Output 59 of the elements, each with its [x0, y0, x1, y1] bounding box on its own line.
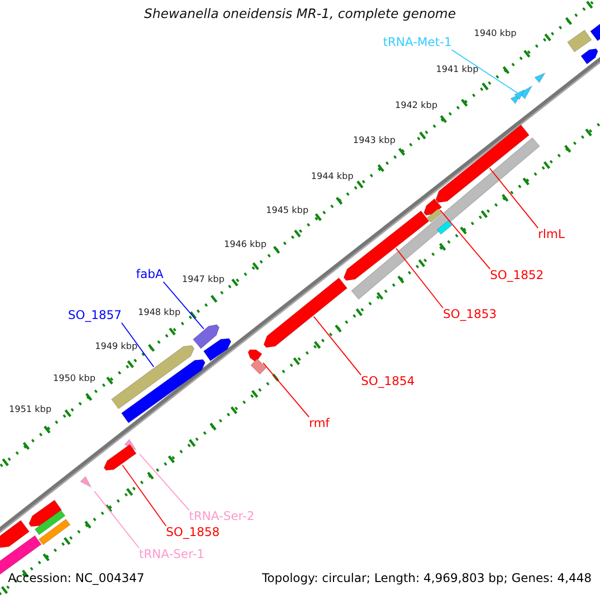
leader-line: [489, 168, 538, 228]
leader-line: [440, 210, 490, 270]
gene-feature: [0, 520, 30, 548]
gene-feature: [580, 48, 598, 65]
leader-line: [396, 248, 444, 308]
gene-feature: [423, 198, 442, 216]
leader-line: [94, 490, 140, 548]
scale-tick-label: 1947 kbp: [182, 275, 224, 286]
scale-tick-label: 1948 kbp: [138, 308, 180, 318]
title: Shewanella oneidensis MR-1, complete genome: [143, 8, 457, 23]
scale-tick-label: 1943 kbp: [353, 136, 396, 146]
footer-text: Topology: circular; Length: 4,969,803 bp; Genes: 4,448: [262, 572, 592, 586]
scale-tick-label: 1945 kbp: [266, 206, 308, 216]
gene-feature: [38, 518, 71, 546]
gene-feature: [203, 338, 232, 362]
gene-feature: [435, 124, 530, 203]
leader-line: [313, 316, 362, 376]
gene-feature: [343, 210, 430, 281]
gene-feature: [248, 349, 262, 363]
leader-line: [121, 322, 154, 368]
gene-feature: [426, 208, 442, 223]
leader-line: [451, 49, 518, 94]
leader-line: [162, 281, 204, 330]
footer-text: Accession: NC_004347: [8, 572, 144, 586]
gene-label: tRNA-Ser-1: [139, 548, 204, 562]
gene-label: SO_1854: [361, 375, 415, 389]
gene-label: fabA: [136, 268, 164, 282]
gene-label: tRNA-Met-1: [383, 36, 452, 50]
gene-feature: [263, 277, 348, 348]
scale-tick-label: 1946 kbp: [224, 240, 266, 250]
leader-line: [122, 464, 166, 526]
trna-marker: [514, 89, 525, 100]
leader-line: [139, 454, 190, 510]
scale-tick-label: 1944 kbp: [311, 172, 354, 182]
gene-label: rlmL: [538, 228, 565, 242]
gene-label: rmf: [309, 417, 330, 431]
scale-tick-label: 1951 kbp: [9, 405, 52, 416]
trna-marker: [534, 72, 546, 84]
gene-feature: [34, 510, 66, 536]
trna-marker: [80, 476, 92, 488]
gene-label: SO_1858: [166, 526, 220, 540]
gene-feature: [28, 500, 62, 527]
gene-feature: [436, 220, 452, 235]
gene-feature: [104, 444, 137, 471]
scale-tick-label: 1949 kbp: [95, 342, 138, 352]
scale-tick-label: 1942 kbp: [395, 101, 438, 112]
scale-tick-label: 1941 kbp: [436, 65, 478, 76]
gene-feature: [250, 358, 267, 375]
gene-label: SO_1857: [68, 309, 122, 323]
gene-feature: [120, 359, 206, 424]
gene-label: tRNA-Ser-2: [189, 510, 254, 524]
gene-feature: [192, 324, 220, 350]
scale-tick-label: 1940 kbp: [474, 29, 516, 40]
gene-feature: [566, 30, 592, 52]
gene-label: SO_1852: [490, 269, 544, 283]
gene-label: SO_1853: [443, 308, 497, 322]
leader-line: [262, 362, 310, 418]
scale-tick-label: 1950 kbp: [53, 374, 96, 384]
gene-feature: [590, 22, 600, 42]
